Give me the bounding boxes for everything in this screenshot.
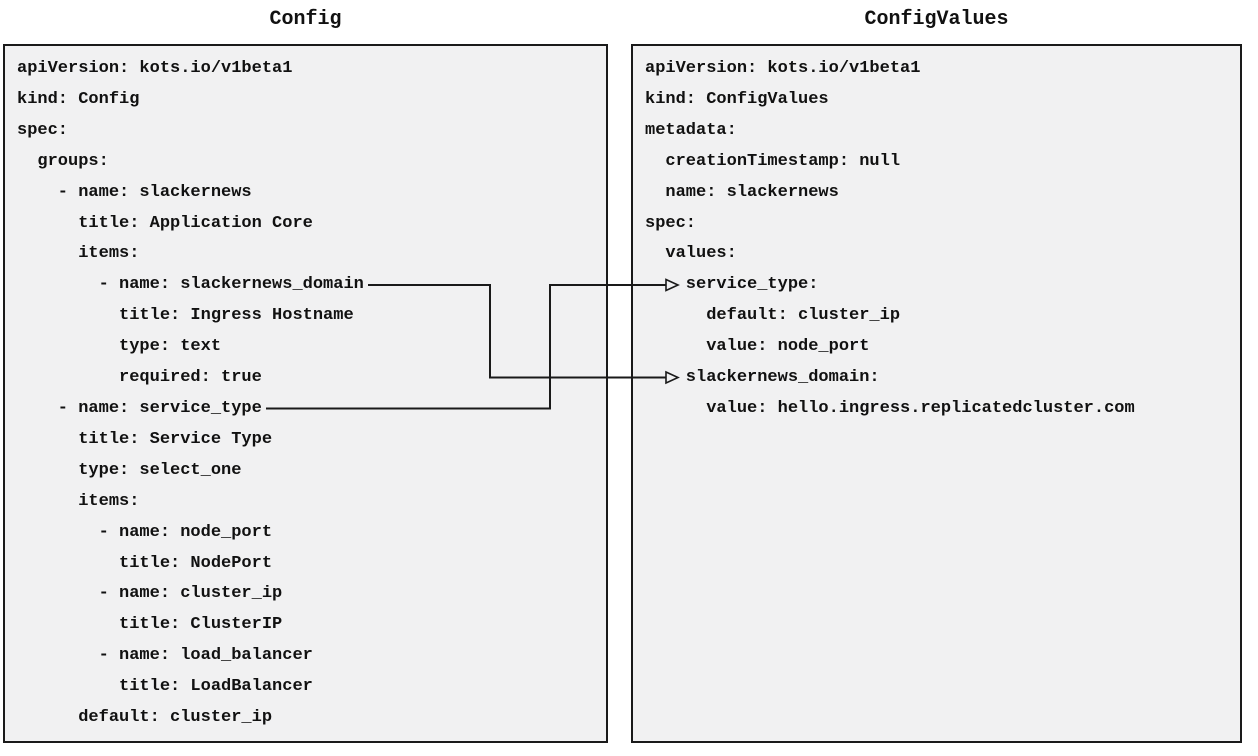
code-line: type: select_one [17, 460, 242, 480]
code-line: - name: slackernews_domain [17, 275, 364, 295]
config-yaml-code: apiVersion: kots.io/v1beta1 kind: Config s… [17, 54, 594, 734]
code-line: title: ClusterIP [17, 615, 283, 635]
code-line: title: LoadBalancer [17, 677, 313, 697]
code-line: title: Application Core [17, 213, 313, 233]
code-line: - name: slackernews [17, 182, 252, 202]
configvalues-yaml-panel: apiVersion: kots.io/v1beta1 kind: ConfigV… [631, 44, 1242, 743]
config-yaml-panel: apiVersion: kots.io/v1beta1 kind: Config s… [3, 44, 608, 743]
code-line: value: node_port [645, 337, 870, 357]
code-line: title: NodePort [17, 553, 273, 573]
code-line: title: Ingress Hostname [17, 306, 354, 326]
code-line: apiVersion: kots.io/v1beta1 [17, 59, 293, 78]
code-line: name: slackernews [645, 182, 839, 202]
code-line: service_type: [645, 275, 819, 295]
code-line: items: [17, 244, 140, 264]
code-line: slackernews_domain: [645, 368, 880, 388]
code-line: default: cluster_ip [645, 306, 901, 326]
code-line: - name: cluster_ip [17, 584, 283, 604]
code-line: kind: ConfigValues [645, 89, 829, 109]
code-line: spec: [645, 213, 697, 233]
code-line: - name: load_balancer [17, 646, 313, 666]
config-panel-title: Config [269, 8, 342, 31]
code-line: required: true [17, 368, 262, 388]
code-line: title: Service Type [17, 429, 273, 449]
code-line: items: [17, 491, 140, 511]
code-line: metadata: [645, 120, 737, 140]
code-line: value: hello.ingress.replicatedcluster.c… [645, 398, 1135, 418]
code-line: - name: service_type [17, 398, 262, 418]
code-line: - name: node_port [17, 522, 273, 542]
code-line: values: [645, 244, 737, 264]
configvalues-yaml-code: apiVersion: kots.io/v1beta1 kind: ConfigV… [645, 54, 1228, 425]
code-line: type: text [17, 337, 222, 357]
code-line: creationTimestamp: null [645, 151, 901, 171]
configvalues-panel-title: ConfigValues [864, 8, 1009, 31]
code-line: groups: [17, 151, 109, 171]
code-line: kind: Config [17, 89, 140, 109]
code-line: default: cluster_ip [17, 708, 273, 728]
code-line: apiVersion: kots.io/v1beta1 [645, 59, 921, 78]
code-line: spec: [17, 120, 69, 140]
